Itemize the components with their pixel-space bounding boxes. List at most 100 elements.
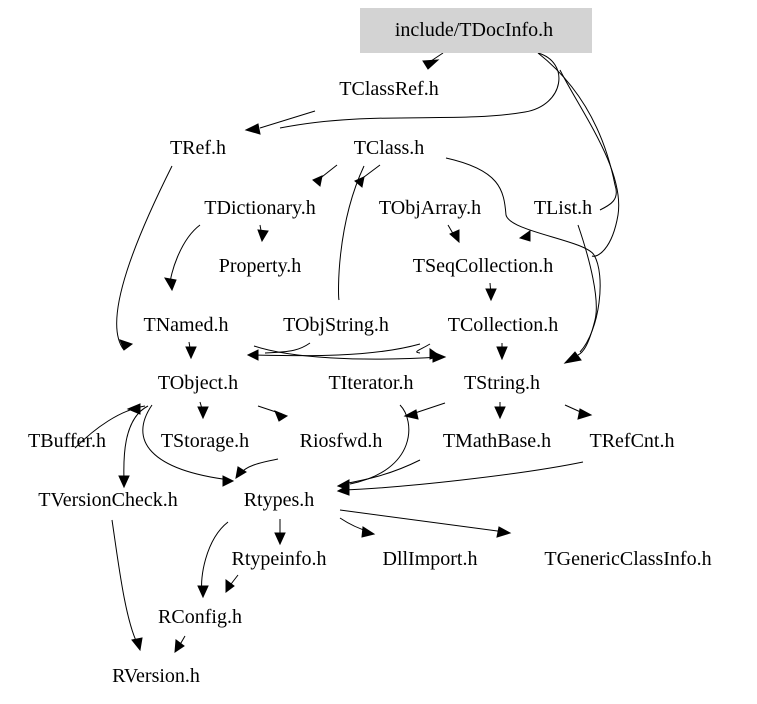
edge-arrowhead [246, 349, 259, 361]
edge-arrowhead [225, 579, 235, 593]
edge-arrowhead [518, 230, 531, 242]
edge-rtypes-to-dllimport [339, 517, 376, 538]
node-rtypes[interactable]: Rtypes.h [244, 489, 315, 511]
edge-arrowhead [274, 410, 289, 422]
edge-line [259, 110, 316, 129]
node-tclass[interactable]: TClass.h [354, 137, 425, 159]
edge-arrowhead [496, 346, 508, 361]
node-rconfig[interactable]: RConfig.h [158, 606, 242, 628]
edge-rtypes-to-rtypeinfo [274, 519, 286, 546]
edge-rtypes-to-tgenericclassinfo [339, 509, 512, 538]
edge-tdocinfo-to-tclassref [422, 52, 444, 70]
node-tclass-label: TClass.h [354, 137, 425, 159]
edge-tobject-to-riosfwd [257, 405, 289, 422]
edge-arrowhead [222, 475, 235, 487]
node-tclassref[interactable]: TClassRef.h [339, 78, 438, 100]
edge-line [111, 519, 139, 646]
node-tobjstring-label: TObjString.h [283, 314, 389, 336]
node-tmathbase[interactable]: TMathBase.h [443, 430, 551, 452]
edge-arrowhead [257, 229, 269, 243]
node-tobjarray[interactable]: TObjArray.h [379, 197, 481, 219]
node-tmathbase-label: TMathBase.h [443, 430, 551, 452]
node-property[interactable]: Property.h [219, 255, 302, 277]
node-tobjarray-label: TObjArray.h [379, 197, 481, 219]
edge-tclass-to-tstring [445, 157, 601, 353]
edge-riosfwd-to-rtypes [235, 458, 279, 479]
node-rconfig-label: RConfig.h [158, 606, 242, 628]
node-tnamed[interactable]: TNamed.h [144, 314, 229, 336]
edge-tcollection-to-tobject [246, 343, 421, 361]
node-riosfwd[interactable]: Riosfwd.h [300, 430, 383, 452]
node-tnamed-label: TNamed.h [144, 314, 229, 336]
edge-line [123, 405, 149, 483]
edge-rtypes-to-rconfig [197, 521, 229, 599]
node-tstorage[interactable]: TStorage.h [161, 430, 249, 452]
edges-layer [74, 52, 620, 653]
edge-arrowhead [131, 637, 143, 652]
edge-tbuffer-to-tobject [74, 403, 146, 449]
edge-arrowhead [422, 59, 440, 70]
edge-line [339, 509, 506, 533]
node-tversioncheck[interactable]: TVersionCheck.h [38, 489, 177, 511]
edge-tobject-to-tstorage [197, 401, 209, 420]
node-tcollection-label: TCollection.h [448, 314, 559, 336]
node-tdictionary-label: TDictionary.h [204, 197, 315, 219]
edge-arrowhead [126, 403, 141, 415]
edge-arrowhead [403, 409, 419, 420]
edge-tdocinfo-to-tseqcollection [559, 69, 620, 257]
node-tstorage-label: TStorage.h [161, 430, 249, 452]
edge-arrowhead [274, 532, 286, 546]
node-tdocinfo[interactable]: include/TDocInfo.h [360, 8, 592, 53]
edge-line [142, 404, 231, 481]
edge-tobject-to-rtypes [142, 404, 235, 487]
node-tref-label: TRef.h [170, 137, 226, 159]
node-tobject[interactable]: TObject.h [158, 372, 238, 394]
node-rtypeinfo[interactable]: Rtypeinfo.h [232, 548, 327, 570]
node-tcollection[interactable]: TCollection.h [448, 314, 559, 336]
node-dllimport[interactable]: DllImport.h [383, 548, 478, 570]
node-tobject-label: TObject.h [158, 372, 238, 394]
node-trefcnt[interactable]: TRefCnt.h [590, 430, 675, 452]
edge-tnamed-to-tobject [185, 341, 197, 360]
node-tbuffer-label: TBuffer.h [28, 430, 106, 452]
edge-arrowhead [485, 288, 497, 302]
edge-tclass-to-tobjstring [338, 165, 365, 301]
edge-line [169, 224, 201, 286]
edge-tmathbase-to-rtypes [342, 459, 421, 485]
edge-arrowhead [235, 466, 247, 479]
node-rversion-label: RVersion.h [112, 665, 200, 687]
edge-arrowhead [563, 351, 582, 364]
node-riosfwd-label: Riosfwd.h [300, 430, 383, 452]
edge-line [342, 461, 584, 491]
edge-arrowhead [354, 176, 365, 188]
node-tbuffer[interactable]: TBuffer.h [28, 430, 106, 452]
edge-tcollection-to-titerator [416, 343, 442, 360]
node-tobjstring[interactable]: TObjString.h [283, 314, 389, 336]
node-property-label: Property.h [219, 255, 302, 277]
node-tseqcollection[interactable]: TSeqCollection.h [413, 255, 554, 277]
node-tdictionary[interactable]: TDictionary.h [204, 197, 315, 219]
node-tstring[interactable]: TString.h [464, 372, 540, 394]
node-tgenericclassinfo[interactable]: TGenericClassInfo.h [544, 548, 711, 570]
node-rversion[interactable]: RVersion.h [112, 665, 200, 687]
edge-tclass-to-tobjarray [354, 164, 381, 188]
edge-line [253, 345, 441, 360]
node-tclassref-label: TClassRef.h [339, 78, 438, 100]
node-tlist[interactable]: TList.h [534, 197, 592, 219]
node-tref[interactable]: TRef.h [170, 137, 226, 159]
edge-arrowhead [174, 639, 185, 653]
node-rtypes-label: Rtypes.h [244, 489, 315, 511]
edge-arrowhead [361, 526, 376, 538]
edge-tstring-to-riosfwd [403, 402, 446, 420]
node-tversioncheck-label: TVersionCheck.h [38, 489, 177, 511]
edge-tlist-to-tstring [563, 224, 597, 364]
node-tstring-label: TString.h [464, 372, 540, 394]
edge-line [411, 402, 446, 415]
edge-tseqcollection-to-tcollection [485, 282, 497, 302]
edge-line [116, 165, 173, 351]
node-tlist-label: TList.h [534, 197, 592, 219]
edge-line [416, 343, 431, 354]
edge-tversioncheck-to-rversion [111, 519, 143, 652]
node-tseqcollection-label: TSeqCollection.h [413, 255, 554, 277]
node-titerator[interactable]: TIterator.h [329, 372, 414, 394]
